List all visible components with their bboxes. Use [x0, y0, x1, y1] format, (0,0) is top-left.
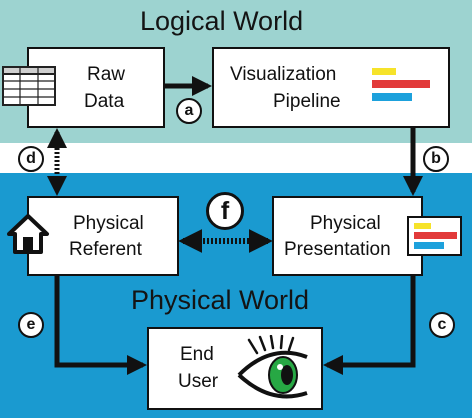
visualization-pipeline-label-line1: Visualization — [230, 64, 337, 85]
table-icon — [2, 66, 56, 106]
physical-world-title: Physical World — [131, 285, 310, 315]
physical-referent-label-line2: Referent — [69, 239, 142, 260]
edge-label-f: f — [206, 192, 244, 230]
raw-data-label-line2: Data — [84, 91, 125, 112]
edge-label-d: d — [18, 146, 44, 172]
visualization-pipeline-box: Visualization Pipeline — [212, 47, 450, 128]
house-icon — [7, 214, 49, 254]
end-user-label-line2: User — [178, 371, 219, 392]
eye-icon — [237, 335, 308, 399]
band-separator — [0, 143, 472, 173]
physical-presentation-label-line2: Presentation — [284, 239, 391, 260]
raw-data-label-line1: Raw — [87, 64, 126, 85]
edge-label-e: e — [18, 312, 44, 338]
physical-referent-label-line1: Physical — [73, 213, 144, 234]
edge-label-b: b — [423, 146, 449, 172]
end-user-box: End User — [147, 327, 323, 410]
arrow-c — [323, 276, 416, 375]
logical-world-title: Logical World — [140, 6, 304, 36]
edge-label-c: c — [429, 312, 455, 338]
end-user-label-line1: End — [180, 344, 214, 365]
physical-presentation-box: Physical Presentation — [272, 196, 423, 276]
physical-referent-box: Physical Referent — [27, 196, 179, 276]
bar-chart-card-icon — [407, 216, 462, 256]
visualization-pipeline-label-line2: Pipeline — [273, 91, 341, 112]
physical-presentation-label-line1: Physical — [310, 213, 381, 234]
arrow-e — [54, 276, 147, 375]
edge-label-a: a — [176, 98, 202, 124]
bar-chart-icon — [372, 68, 430, 101]
